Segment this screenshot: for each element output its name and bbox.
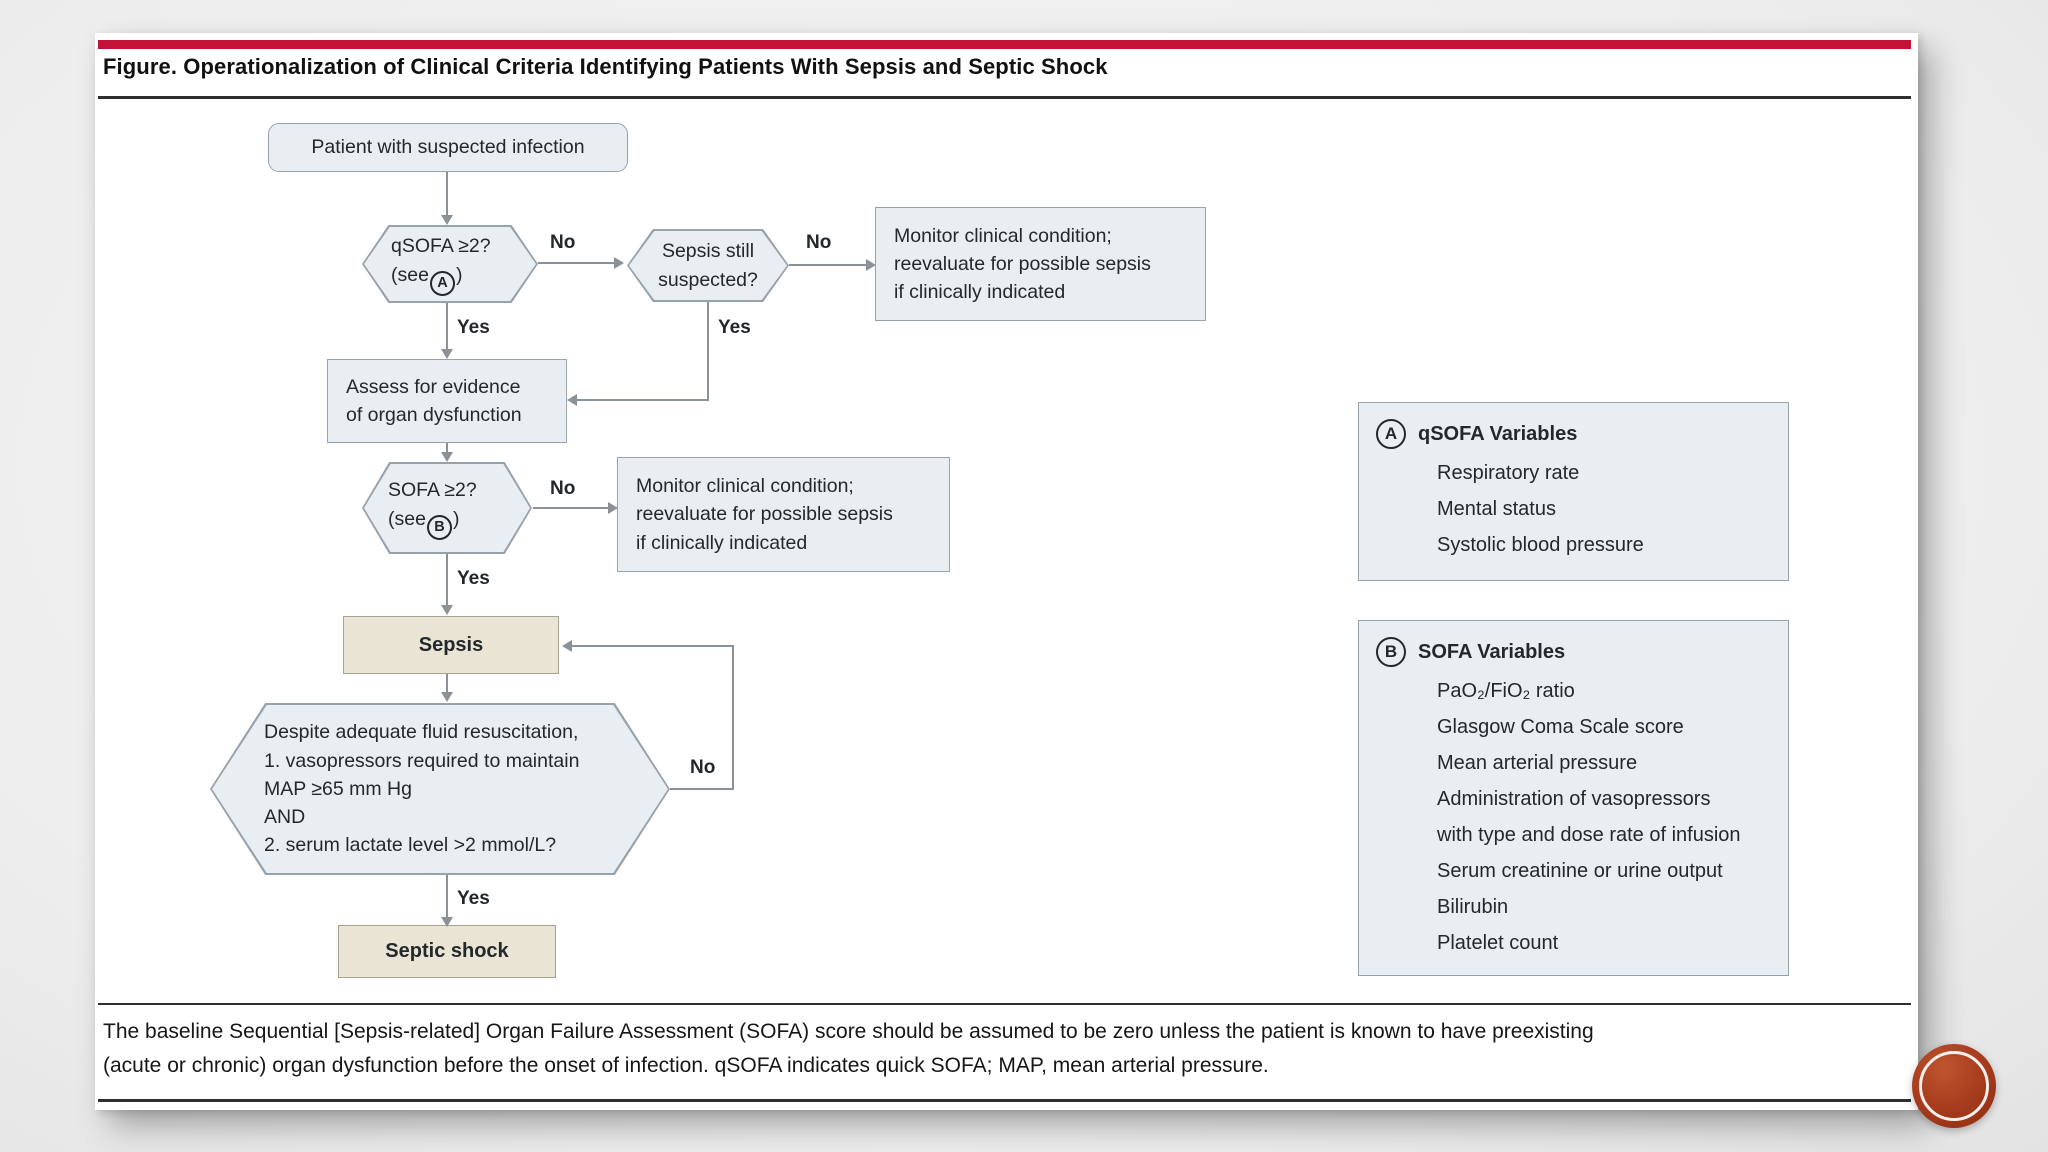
- node-septic-shock-criteria: Despite adequate fluid resuscitation, 1.…: [210, 703, 670, 875]
- node-patient-suspected-infection: Patient with suspected infection: [268, 123, 628, 172]
- label-no-1: No: [550, 232, 576, 253]
- arrowhead: [441, 349, 453, 359]
- connector-sofa-no: [533, 507, 610, 509]
- connector-sepsisstill-yes-h: [577, 399, 709, 401]
- arrowhead: [441, 452, 453, 462]
- arrowhead: [562, 640, 572, 652]
- arrowhead: [441, 605, 453, 615]
- panel-b-item: Bilirubin: [1437, 896, 1509, 918]
- panel-a-item: Mental status: [1437, 498, 1556, 520]
- arrowhead: [441, 917, 453, 927]
- node-sepsis-still-suspected: Sepsis still suspected?: [627, 229, 789, 302]
- title-divider: [98, 96, 1911, 99]
- connector-sofa-yes: [446, 554, 448, 607]
- panel-b-item: Mean arterial pressure: [1437, 752, 1638, 774]
- connector-criteria-no-v: [732, 645, 734, 790]
- connector-assess-to-sofa: [446, 443, 448, 453]
- label-yes-1: Yes: [457, 317, 490, 338]
- monitor-1-label: Monitor clinical condition; reevaluate f…: [894, 224, 1151, 304]
- hexagon-fill: [629, 231, 787, 300]
- connector-patient-to-qsofa: [446, 172, 448, 217]
- connector-criteria-no-h2: [572, 645, 734, 647]
- arrowhead: [567, 394, 577, 406]
- arrowhead: [608, 502, 618, 514]
- node-assess-organ-dysfunction: Assess for evidence of organ dysfunction: [327, 359, 567, 443]
- label-no-2: No: [806, 232, 832, 253]
- footnote-divider-top: [98, 1003, 1911, 1005]
- connector-sepsisstill-no: [789, 264, 868, 266]
- panel-qsofa-variables: A qSOFA Variables Respiratory rate Menta…: [1358, 402, 1789, 581]
- channel-logo-icon: [1912, 1044, 1996, 1128]
- connector-qsofa-no: [538, 262, 616, 264]
- ref-a-badge: A: [1376, 419, 1406, 449]
- connector-sepsisstill-yes-v: [707, 302, 709, 401]
- septic-shock-label: Septic shock: [385, 940, 509, 962]
- qsofa-question: qSOFA ≥2?: [391, 235, 491, 258]
- node-monitor-2: Monitor clinical condition; reevaluate f…: [617, 457, 950, 572]
- arrowhead: [866, 259, 876, 271]
- ref-b-badge: B: [426, 514, 452, 540]
- connector-qsofa-yes: [446, 303, 448, 351]
- panel-b-item: Platelet count: [1437, 932, 1559, 954]
- ref-b-badge: B: [1376, 637, 1406, 667]
- shock-criteria-label: Despite adequate fluid resuscitation, 1.…: [264, 721, 580, 857]
- panel-b-item: Glasgow Coma Scale score: [1437, 716, 1684, 738]
- sofa-question: SOFA ≥2?: [388, 479, 477, 502]
- arrowhead: [614, 257, 624, 269]
- ref-a-badge: A: [429, 270, 455, 296]
- panel-b-item: Administration of vasopressors with type…: [1437, 788, 1741, 846]
- monitor-2-label: Monitor clinical condition; reevaluate f…: [636, 475, 893, 554]
- node-monitor-1: Monitor clinical condition; reevaluate f…: [875, 207, 1206, 321]
- arrowhead: [441, 215, 453, 225]
- node-sepsis: Sepsis: [343, 616, 559, 674]
- footnote-divider-bottom: [98, 1099, 1911, 1102]
- panel-a-item: Systolic blood pressure: [1437, 534, 1644, 556]
- connector-sepsis-to-criteria: [446, 674, 448, 694]
- node-septic-shock: Septic shock: [338, 925, 556, 978]
- label-yes-2: Yes: [718, 317, 751, 338]
- panel-b-title: SOFA Variables: [1418, 640, 1566, 663]
- panel-a-title: qSOFA Variables: [1418, 422, 1578, 445]
- figure-footnote: The baseline Sequential [Sepsis-related]…: [103, 1020, 1594, 1078]
- label-yes-4: Yes: [457, 888, 490, 909]
- panel-b-item: PaO₂/FiO₂ ratio: [1437, 680, 1575, 702]
- sepsis-label: Sepsis: [418, 633, 484, 656]
- connector-criteria-no-h1: [670, 788, 734, 790]
- accent-bar: [98, 40, 1911, 49]
- connector-criteria-yes: [446, 875, 448, 919]
- panel-b-item: Serum creatinine or urine output: [1437, 860, 1723, 882]
- label-no-3: No: [550, 478, 576, 499]
- sepsis-still-label: Sepsis still suspected?: [658, 240, 758, 291]
- panel-a-item: Respiratory rate: [1437, 462, 1580, 484]
- label-yes-3: Yes: [457, 568, 490, 589]
- hexagon-fill: [212, 705, 668, 873]
- arrowhead: [441, 692, 453, 702]
- label-no-4: No: [690, 757, 716, 778]
- figure-title: Figure. Operationalization of Clinical C…: [103, 54, 1108, 79]
- assess-label: Assess for evidence of organ dysfunction: [346, 375, 522, 426]
- panel-sofa-variables: B SOFA Variables PaO₂/FiO₂ ratio Glasgow…: [1358, 620, 1789, 976]
- node-patient-label: Patient with suspected infection: [311, 136, 585, 159]
